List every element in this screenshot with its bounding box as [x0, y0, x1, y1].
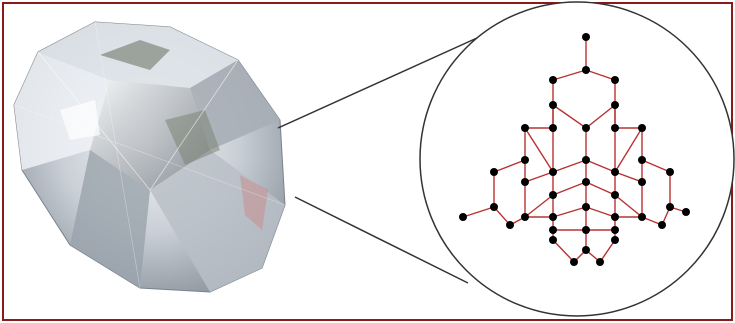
- lattice-atom: [582, 33, 590, 41]
- lattice-atom: [611, 213, 619, 221]
- lattice-atom: [638, 124, 646, 132]
- lattice-atom: [506, 221, 514, 229]
- lattice-atom: [549, 101, 557, 109]
- lattice-atom: [582, 66, 590, 74]
- lattice-atom: [582, 246, 590, 254]
- lattice-atom: [611, 168, 619, 176]
- lattice-atom: [490, 168, 498, 176]
- lattice-atom: [611, 76, 619, 84]
- lattice-atom: [611, 236, 619, 244]
- lattice-atom: [521, 124, 529, 132]
- lattice-atom: [682, 208, 690, 216]
- lattice-atom: [582, 156, 590, 164]
- lattice-atom: [582, 124, 590, 132]
- lattice-atom: [549, 168, 557, 176]
- magnified-circle: [420, 2, 734, 316]
- lattice-atom: [521, 178, 529, 186]
- lattice-atom: [611, 226, 619, 234]
- lattice-atom: [666, 203, 674, 211]
- lattice-atom: [459, 213, 467, 221]
- lattice-atom: [582, 226, 590, 234]
- lattice-atom: [611, 101, 619, 109]
- lattice-atom: [549, 213, 557, 221]
- lattice-atom: [582, 203, 590, 211]
- lattice-atom: [638, 213, 646, 221]
- lattice-atom: [490, 203, 498, 211]
- lattice-atom: [666, 168, 674, 176]
- lattice-atom: [596, 258, 604, 266]
- lattice-atom: [549, 124, 557, 132]
- lattice-atom: [611, 124, 619, 132]
- lattice-atom: [582, 178, 590, 186]
- lattice-atom: [570, 258, 578, 266]
- lattice-atom: [611, 191, 619, 199]
- lattice-atom: [549, 191, 557, 199]
- lattice-atom: [658, 221, 666, 229]
- lattice-atom: [549, 226, 557, 234]
- lattice-atom: [549, 76, 557, 84]
- lattice-atom: [521, 156, 529, 164]
- lattice-atom: [549, 236, 557, 244]
- lattice-atom: [638, 156, 646, 164]
- lattice-atom: [521, 213, 529, 221]
- lattice-atom: [638, 178, 646, 186]
